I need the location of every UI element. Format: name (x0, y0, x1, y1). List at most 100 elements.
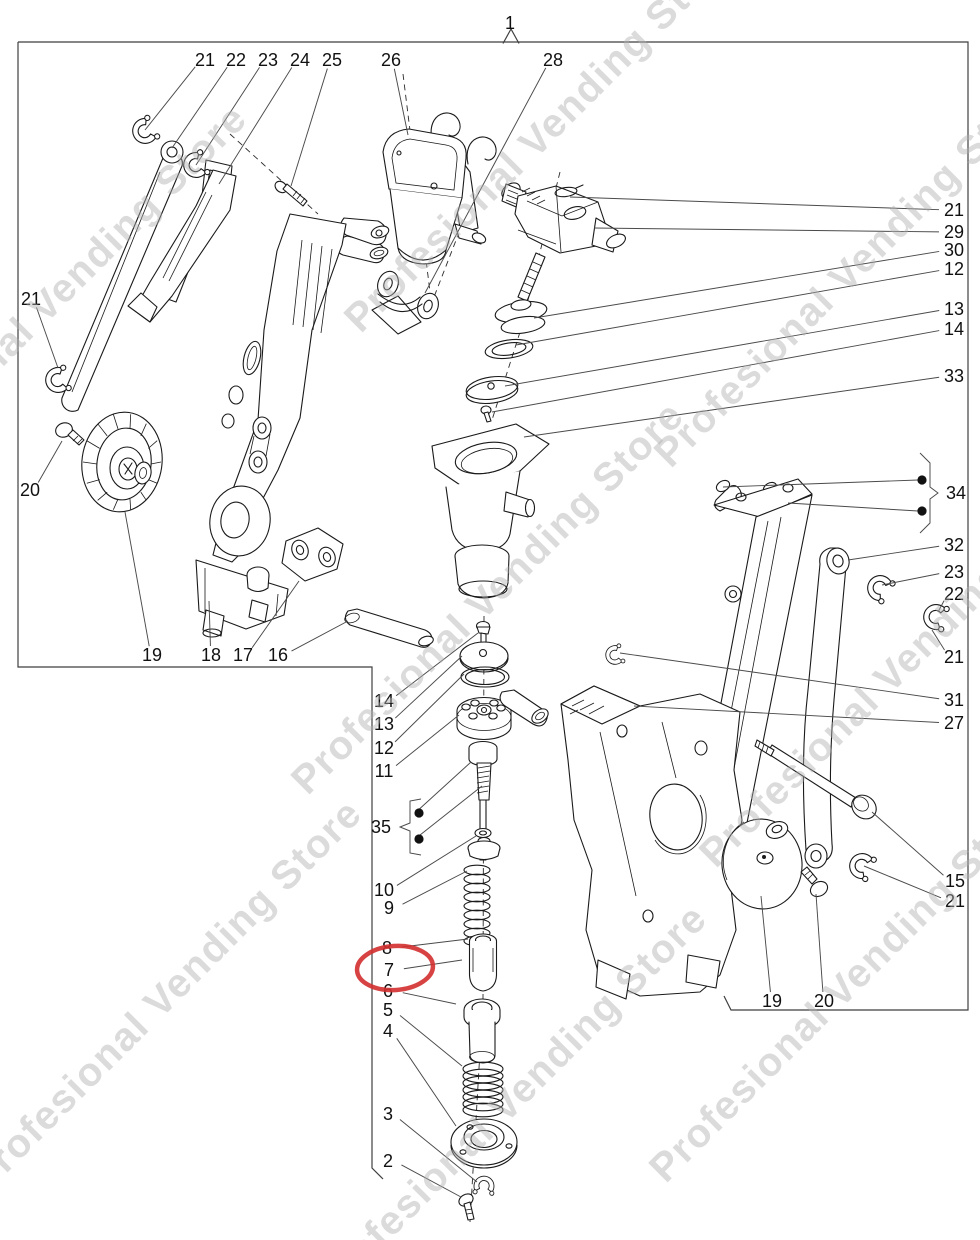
leader-line (195, 67, 260, 166)
watermark-text: Profesional Vending Store (646, 66, 980, 476)
callout-label: 20 (20, 480, 40, 500)
callout-label: 35 (371, 817, 391, 837)
callout-label: 22 (944, 584, 964, 604)
leader-line (633, 705, 940, 723)
watermark-text: Profesional Vending Store (306, 896, 716, 1240)
callout-label: 26 (381, 50, 401, 70)
callout-label: 30 (944, 240, 964, 260)
leader-line (414, 785, 483, 840)
callout-label: 11 (375, 761, 394, 781)
frame-border (18, 41, 969, 1011)
callout-label: 21 (944, 647, 964, 667)
leader-line (171, 67, 228, 149)
callout-label: 4 (383, 1021, 393, 1041)
leader-line (424, 67, 547, 294)
leader-line (36, 307, 59, 369)
frame-border (17, 42, 384, 1180)
leader-line (393, 68, 409, 136)
callout-label: 28 (543, 50, 563, 70)
leader-line (504, 310, 940, 387)
leader-line (569, 196, 940, 211)
callout-label: 31 (944, 690, 964, 710)
callout-label: 29 (944, 222, 964, 242)
screw-25 (274, 180, 308, 207)
leader-line (760, 895, 771, 993)
callout-bracket (398, 798, 422, 856)
wheel-fin (82, 461, 98, 465)
leader-line (251, 580, 300, 649)
leader-line (290, 68, 328, 187)
callout-bullet (414, 808, 424, 818)
leader-line (619, 652, 940, 700)
left-fan-wheel (42, 364, 163, 513)
leader-line (937, 600, 945, 613)
callout-label: 12 (374, 738, 394, 758)
page-frame (17, 27, 969, 1180)
wheel-fin (140, 423, 147, 437)
watermark-text: Profesional Vending Store (0, 791, 371, 1201)
callout-label: 2 (383, 1151, 393, 1171)
callout-label: 7 (384, 960, 394, 980)
diagram-artwork (42, 73, 951, 1223)
callout-label: 22 (226, 50, 246, 70)
callout-label: 21 (944, 200, 964, 220)
leader-line (396, 835, 477, 886)
callout-label: 34 (946, 483, 966, 503)
callout-label: 32 (944, 535, 964, 555)
guide-pin (499, 689, 549, 727)
callout-bracket (919, 452, 939, 534)
hopper-funnel (382, 112, 497, 265)
leader-line (533, 250, 940, 319)
callout-label: 9 (384, 898, 394, 918)
wheel-fin (148, 440, 158, 449)
callout-bullet (414, 834, 424, 844)
leader-line (491, 330, 940, 413)
leader-line (722, 479, 919, 488)
callout-label: 27 (944, 713, 964, 733)
leader-line (401, 1164, 462, 1198)
highlight-layer (354, 943, 436, 993)
gearmotor-assembly (431, 182, 626, 599)
leader-line (863, 865, 942, 899)
wheel-fin (129, 414, 132, 429)
leader-line (523, 376, 940, 438)
leader-line (847, 545, 940, 561)
callout-label: 13 (374, 714, 394, 734)
leader-line (871, 811, 944, 876)
leader-line (396, 1038, 457, 1127)
callout-label: 14 (374, 691, 394, 711)
leader-line (402, 870, 468, 905)
callout-label: 12 (944, 259, 964, 279)
release-lever-arms (61, 113, 237, 412)
leader-line (399, 1015, 463, 1067)
leader-line (399, 1119, 478, 1183)
callout-label: 19 (142, 645, 162, 665)
leader-line (37, 440, 63, 483)
leader-line (414, 761, 472, 814)
leader-line (144, 66, 196, 131)
callout-label: 5 (383, 1000, 393, 1020)
main-left-bracket (195, 213, 434, 648)
callout-bullet (917, 475, 927, 485)
leader-line (402, 992, 457, 1005)
wheel-fin (150, 461, 162, 465)
wheel-fin (97, 491, 108, 501)
leader-line (208, 600, 211, 647)
callout-label: 16 (268, 645, 288, 665)
callout-label: 19 (762, 991, 782, 1011)
callout-bullet (917, 506, 927, 516)
leader-line (291, 620, 349, 652)
leader-line (815, 893, 824, 993)
leader-line (395, 632, 479, 697)
mount-clamp (371, 270, 439, 335)
callout-label: 25 (322, 50, 342, 70)
leader-line (394, 673, 465, 743)
leader-line (787, 502, 919, 512)
leader-line (515, 270, 940, 346)
callout-label: 13 (944, 299, 964, 319)
callout-label: 33 (944, 366, 964, 386)
right-bracket-assembly (560, 478, 951, 1000)
